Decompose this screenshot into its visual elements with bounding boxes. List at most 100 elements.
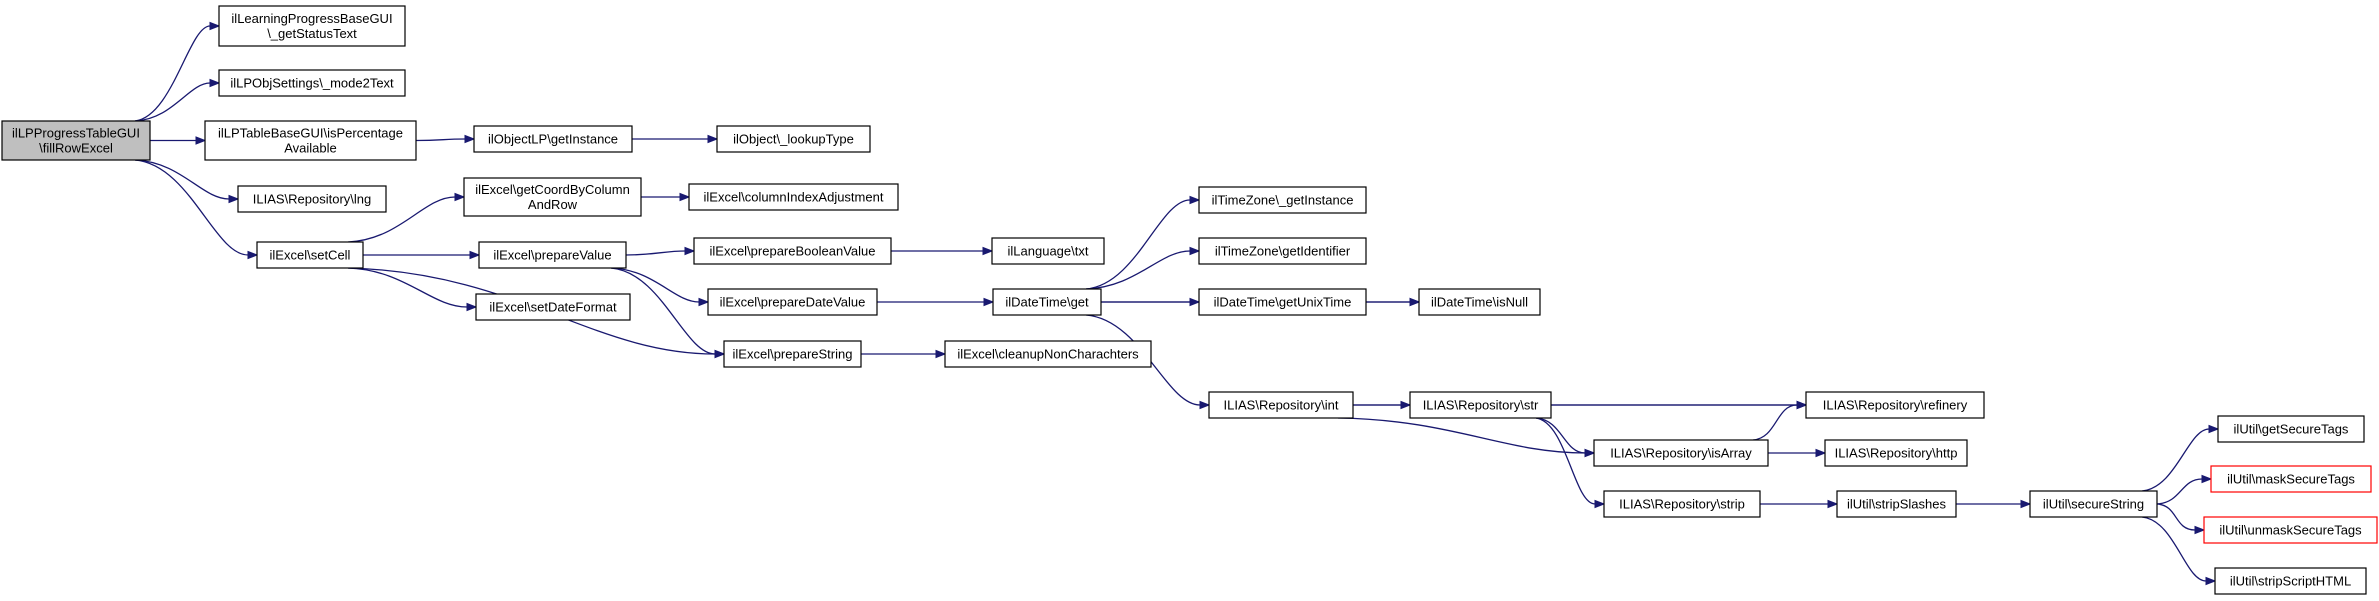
node-getsecure[interactable]: ilUtil\getSecureTags: [2217, 415, 2365, 443]
node-box: [1409, 391, 1552, 419]
node-box: [475, 293, 631, 321]
node-label: ilObjectLP\getInstance: [488, 132, 618, 147]
node-strip[interactable]: ILIAS\Repository\strip: [1603, 490, 1761, 518]
node-unix[interactable]: ilDateTime\getUnixTime: [1198, 288, 1367, 316]
node-label: ilExcel\getCoordByColumn: [475, 182, 630, 197]
node-lookup[interactable]: ilObject\_lookupType: [716, 125, 871, 153]
node-box: [2214, 567, 2367, 595]
edge-arrowhead: [1594, 499, 1606, 509]
node-prepdate[interactable]: ilExcel\prepareDateValue: [707, 288, 878, 316]
edge-arrowhead: [2205, 576, 2217, 586]
node-label: ilLPObjSettings\_mode2Text: [230, 76, 394, 91]
node-label: AndRow: [528, 197, 578, 212]
node-http[interactable]: ILIAS\Repository\http: [1824, 439, 1968, 467]
edge-securestr-to-getsecure: [2141, 428, 2210, 492]
node-label: ilTimeZone\getIdentifier: [1215, 244, 1351, 259]
node-tzid[interactable]: ilTimeZone\getIdentifier: [1198, 237, 1367, 265]
edge-arrowhead: [983, 297, 995, 307]
node-label: ilTimeZone\_getInstance: [1212, 193, 1354, 208]
node-colidx[interactable]: ilExcel\columnIndexAdjustment: [688, 183, 899, 211]
node-label: ilObject\_lookupType: [733, 132, 854, 147]
edge-root-to-lng: [134, 159, 230, 200]
node-label: ilExcel\setDateFormat: [489, 300, 617, 315]
node-masksecure[interactable]: ilUtil\maskSecureTags: [2210, 465, 2372, 493]
edge-tblbase-to-objlp: [415, 138, 466, 142]
node-tzinst[interactable]: ilTimeZone\_getInstance: [1198, 186, 1367, 214]
node-langtxt[interactable]: ilLanguage\txt: [991, 237, 1105, 265]
node-label: ilLPProgressTableGUI: [12, 126, 140, 141]
node-box: [256, 241, 364, 269]
node-box: [218, 5, 406, 47]
node-box: [218, 69, 406, 97]
edge-prepval-to-prepstr: [610, 267, 716, 355]
node-label: \fillRowExcel: [39, 141, 113, 156]
node-label: ILIAS\Repository\http: [1835, 446, 1958, 461]
edge-arrowhead: [982, 246, 994, 256]
edge-prepval-to-prepdate: [610, 267, 700, 303]
node-box: [204, 120, 417, 161]
node-box: [1836, 490, 1957, 518]
node-label: \_getStatusText: [267, 26, 357, 41]
edge-dtget-to-tzid: [1085, 250, 1191, 290]
edge-arrowhead: [209, 21, 221, 31]
node-label: Available: [284, 141, 337, 156]
node-box: [2217, 415, 2365, 443]
edge-dtget-to-tzinst: [1085, 199, 1191, 290]
edge-prepval-to-prepbool: [625, 250, 686, 256]
node-unmasksecure[interactable]: ilUtil\unmaskSecureTags: [2203, 516, 2378, 544]
node-box: [237, 185, 387, 213]
node-root[interactable]: ilLPProgressTableGUI\fillRowExcel: [1, 120, 151, 161]
node-stripscript[interactable]: ilUtil\stripScriptHTML: [2214, 567, 2367, 595]
edge-arrowhead: [195, 136, 207, 145]
node-box: [693, 237, 892, 265]
node-setdate[interactable]: ilExcel\setDateFormat: [475, 293, 631, 321]
node-repstr[interactable]: ILIAS\Repository\str: [1409, 391, 1552, 419]
node-objsettings[interactable]: ilLPObjSettings\_mode2Text: [218, 69, 406, 97]
nodes-layer: ilLPProgressTableGUI\fillRowExcel ilLearn…: [1, 5, 2378, 595]
node-isnull[interactable]: ilDateTime\isNull: [1418, 288, 1541, 316]
node-label: ILIAS\Repository\lng: [253, 192, 372, 207]
edge-isarray-to-refinery: [1752, 404, 1798, 441]
edge-repstr-to-isarray: [1535, 417, 1586, 454]
node-refinery[interactable]: ILIAS\Repository\refinery: [1805, 391, 1985, 419]
node-prepbool[interactable]: ilExcel\prepareBooleanValue: [693, 237, 892, 265]
edge-arrowhead: [469, 250, 481, 260]
edge-securestr-to-unmasksecure: [2156, 503, 2196, 531]
node-label: ilLanguage\txt: [1008, 244, 1089, 259]
node-label: ilExcel\prepareBooleanValue: [710, 244, 876, 259]
node-label: ilUtil\stripScriptHTML: [2230, 574, 2351, 589]
node-lpb-status[interactable]: ilLearningProgressBaseGUI\_getStatusText: [218, 5, 406, 47]
edge-arrowhead: [1584, 448, 1596, 458]
node-stripslashes[interactable]: ilUtil\stripSlashes: [1836, 490, 1957, 518]
edge-arrowhead: [679, 192, 691, 202]
edge-repint-to-isarray: [1337, 417, 1586, 454]
node-label: ILIAS\Repository\int: [1224, 398, 1339, 413]
edge-securestr-to-masksecure: [2156, 478, 2203, 505]
edge-arrowhead: [247, 250, 259, 260]
node-securestr[interactable]: ilUtil\secureString: [2029, 490, 2158, 518]
node-cleanup[interactable]: ilExcel\cleanupNonCharachters: [944, 340, 1152, 368]
edge-arrowhead: [228, 194, 240, 204]
edge-arrowhead: [935, 349, 947, 359]
node-objlp[interactable]: ilObjectLP\getInstance: [473, 125, 633, 153]
node-prepval[interactable]: ilExcel\prepareValue: [478, 241, 627, 269]
node-dtget[interactable]: ilDateTime\get: [992, 288, 1102, 316]
node-lng[interactable]: ILIAS\Repository\lng: [237, 185, 387, 213]
node-repint[interactable]: ILIAS\Repository\int: [1208, 391, 1354, 419]
edge-arrowhead: [466, 302, 478, 312]
node-setcell[interactable]: ilExcel\setCell: [256, 241, 364, 269]
edge-arrowhead: [1189, 195, 1201, 205]
edge-repstr-to-strip: [1535, 417, 1596, 505]
node-box: [1198, 288, 1367, 316]
edge-securestr-to-stripscript: [2141, 516, 2207, 582]
node-box: [1198, 186, 1367, 214]
node-label: ilUtil\unmaskSecureTags: [2219, 523, 2362, 538]
edge-arrowhead: [707, 134, 719, 144]
edge-arrowhead: [2194, 525, 2206, 535]
node-isarray[interactable]: ILIAS\Repository\isArray: [1593, 439, 1769, 467]
node-label: ilUtil\secureString: [2043, 497, 2144, 512]
node-prepstr[interactable]: ilExcel\prepareString: [723, 340, 862, 368]
